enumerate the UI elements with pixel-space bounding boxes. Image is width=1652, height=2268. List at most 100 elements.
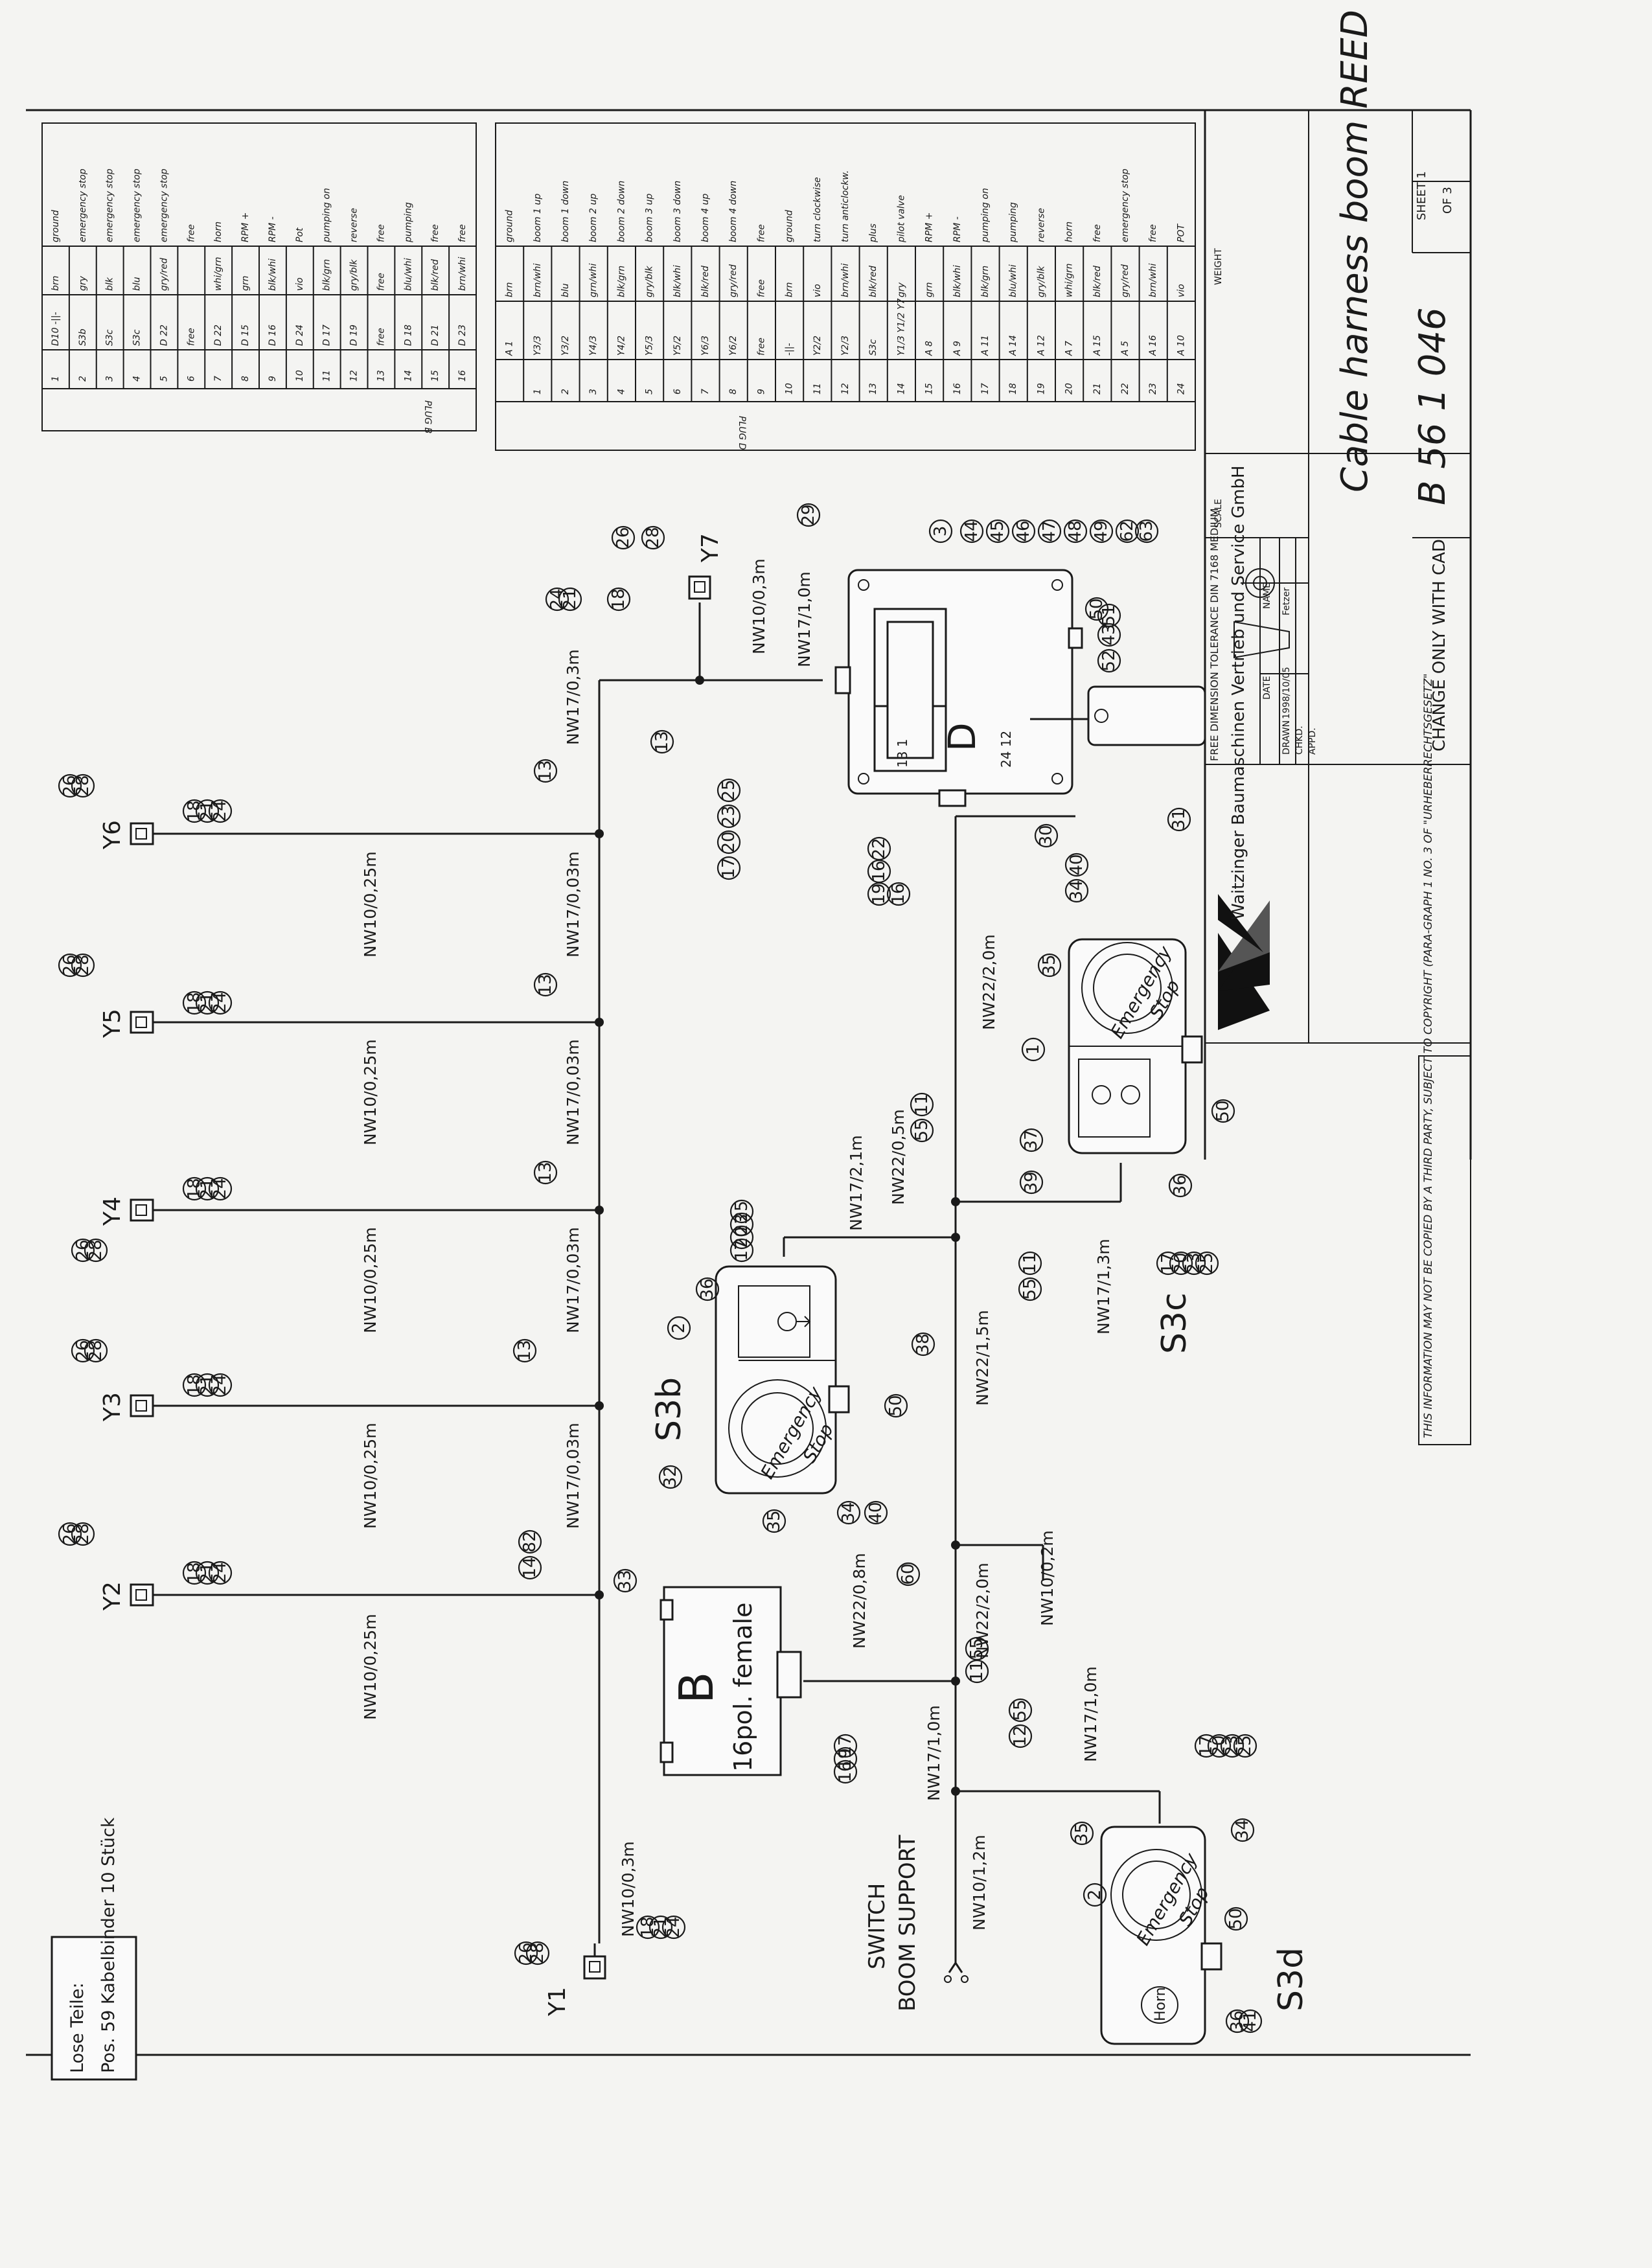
balloon: 21 — [195, 1176, 220, 1201]
svg-text:43: 43 — [1099, 624, 1119, 645]
balloon: 17 — [717, 856, 741, 880]
table-cell: 18 — [1008, 383, 1018, 395]
table-cell: 16 — [952, 383, 963, 395]
balloon: 36 — [1225, 2009, 1250, 2033]
table-cell: 9 — [756, 389, 766, 395]
table-cell: 14 — [403, 370, 413, 382]
table-cell: 6 — [672, 389, 683, 395]
balloon: 33 — [613, 1568, 637, 1593]
balloon: 26 — [71, 1338, 95, 1363]
table-cell: 23 — [1148, 383, 1158, 395]
svg-text:36: 36 — [698, 1278, 717, 1300]
svg-text:20: 20 — [719, 831, 739, 853]
table-cell: brn/whi — [457, 257, 468, 291]
table-cell: S3c — [868, 339, 878, 356]
balloon: 13 — [533, 759, 558, 783]
table-cell: POT — [1176, 223, 1186, 242]
balloon: 30 — [1034, 823, 1059, 848]
table-cell: free — [756, 224, 766, 242]
svg-text:63: 63 — [1137, 520, 1156, 542]
balloon: 18 — [182, 799, 207, 823]
table-cell: 9 — [268, 376, 278, 382]
table-cell: D 21 — [430, 325, 441, 346]
switch-label-s3c: S3c — [1155, 1292, 1194, 1354]
table-cell: 24 — [1176, 383, 1186, 395]
balloon: 21 — [195, 991, 220, 1015]
balloon: 11 — [1018, 1251, 1042, 1276]
table-cell: -||- — [785, 343, 795, 356]
svg-text:26: 26 — [73, 1340, 93, 1361]
table-cell: gry/red — [159, 258, 169, 291]
balloon: 2 — [667, 1316, 691, 1340]
balloon: 55 — [1008, 1698, 1033, 1723]
svg-text:2: 2 — [669, 1323, 689, 1334]
table-cell: 5 — [645, 389, 655, 395]
svg-text:18: 18 — [609, 588, 628, 610]
table-cell: S3b — [78, 328, 88, 346]
table-cell: 19 — [1036, 383, 1046, 395]
svg-text:13: 13 — [515, 1340, 534, 1361]
svg-text:50: 50 — [1213, 1100, 1233, 1121]
table-cell: A 8 — [924, 341, 935, 356]
table-cell: 11 — [322, 370, 332, 382]
table-cell: Y6/2 — [728, 336, 739, 356]
svg-text:35: 35 — [1072, 1822, 1092, 1844]
svg-text:36: 36 — [1228, 2010, 1247, 2032]
svg-text:48: 48 — [1066, 520, 1085, 542]
svg-text:23: 23 — [719, 805, 739, 827]
table-cell: free — [457, 224, 468, 242]
balloon: 50 — [884, 1393, 908, 1418]
balloon: 28 — [71, 953, 95, 978]
table-cell: 3 — [105, 376, 115, 382]
balloon: 32 — [658, 1465, 683, 1489]
table-cell: boom 2 up — [588, 194, 599, 242]
table-cell: Y5/3 — [645, 336, 655, 356]
drawing-number: B 56 1 046 — [1412, 307, 1454, 505]
cable-label: NW10/0,2m — [1038, 1530, 1057, 1626]
balloon: 22 — [867, 836, 891, 861]
table-cell: 10 — [785, 383, 795, 395]
svg-text:29: 29 — [799, 504, 818, 525]
svg-text:13: 13 — [536, 1162, 555, 1183]
table-cell: gry/blk — [1036, 266, 1046, 297]
svg-text:20: 20 — [1210, 1735, 1229, 1756]
switch-label-s3d: S3d — [1272, 1947, 1311, 2011]
svg-text:34: 34 — [1067, 880, 1086, 901]
table-cell: 7 — [213, 376, 224, 382]
svg-text:51: 51 — [1099, 604, 1119, 626]
projection-symbol-icon — [1233, 564, 1290, 659]
cable-label: NW17/2,1m — [847, 1135, 866, 1231]
table-cell: 4 — [132, 376, 143, 382]
connector-b-letter: B — [669, 1672, 724, 1704]
svg-text:16: 16 — [889, 883, 908, 904]
balloon: 28 — [71, 1522, 95, 1546]
svg-text:18: 18 — [185, 1562, 204, 1583]
balloon: 44 — [959, 519, 984, 544]
connector-d-pins-a: 13 1 — [895, 739, 910, 768]
table-cell: free — [376, 273, 386, 291]
table-cell: brn — [51, 275, 61, 291]
table-cell: Y2/3 — [840, 336, 851, 356]
balloon: 23 — [1182, 1251, 1206, 1276]
cable-label: NW17/0,03m — [564, 1227, 582, 1333]
drawn-date: 1998/10/05 — [1281, 667, 1292, 719]
table-cell: blk/grn — [322, 259, 332, 291]
svg-text:28: 28 — [643, 527, 663, 548]
table-cell: Y4/2 — [616, 336, 626, 356]
s3d-horn-text: Horn — [1153, 1987, 1169, 2021]
balloon: 34 — [836, 1500, 861, 1525]
svg-text:55: 55 — [912, 1119, 932, 1141]
table-cell: emergency stop — [105, 168, 115, 242]
svg-text:18: 18 — [638, 1916, 658, 1938]
table-cell: RPM - — [268, 216, 278, 242]
name-label: NAME — [1262, 582, 1272, 609]
balloon: 24 — [545, 587, 569, 612]
harness-trunk — [783, 815, 1161, 1983]
svg-text:40: 40 — [1067, 854, 1086, 875]
table-cell: free — [1092, 224, 1103, 242]
table-cell: Pot — [295, 227, 305, 242]
table-cell: ground — [505, 210, 515, 242]
connector-d-pins-b: 24 12 — [998, 731, 1014, 768]
table-cell: 5 — [159, 376, 169, 382]
